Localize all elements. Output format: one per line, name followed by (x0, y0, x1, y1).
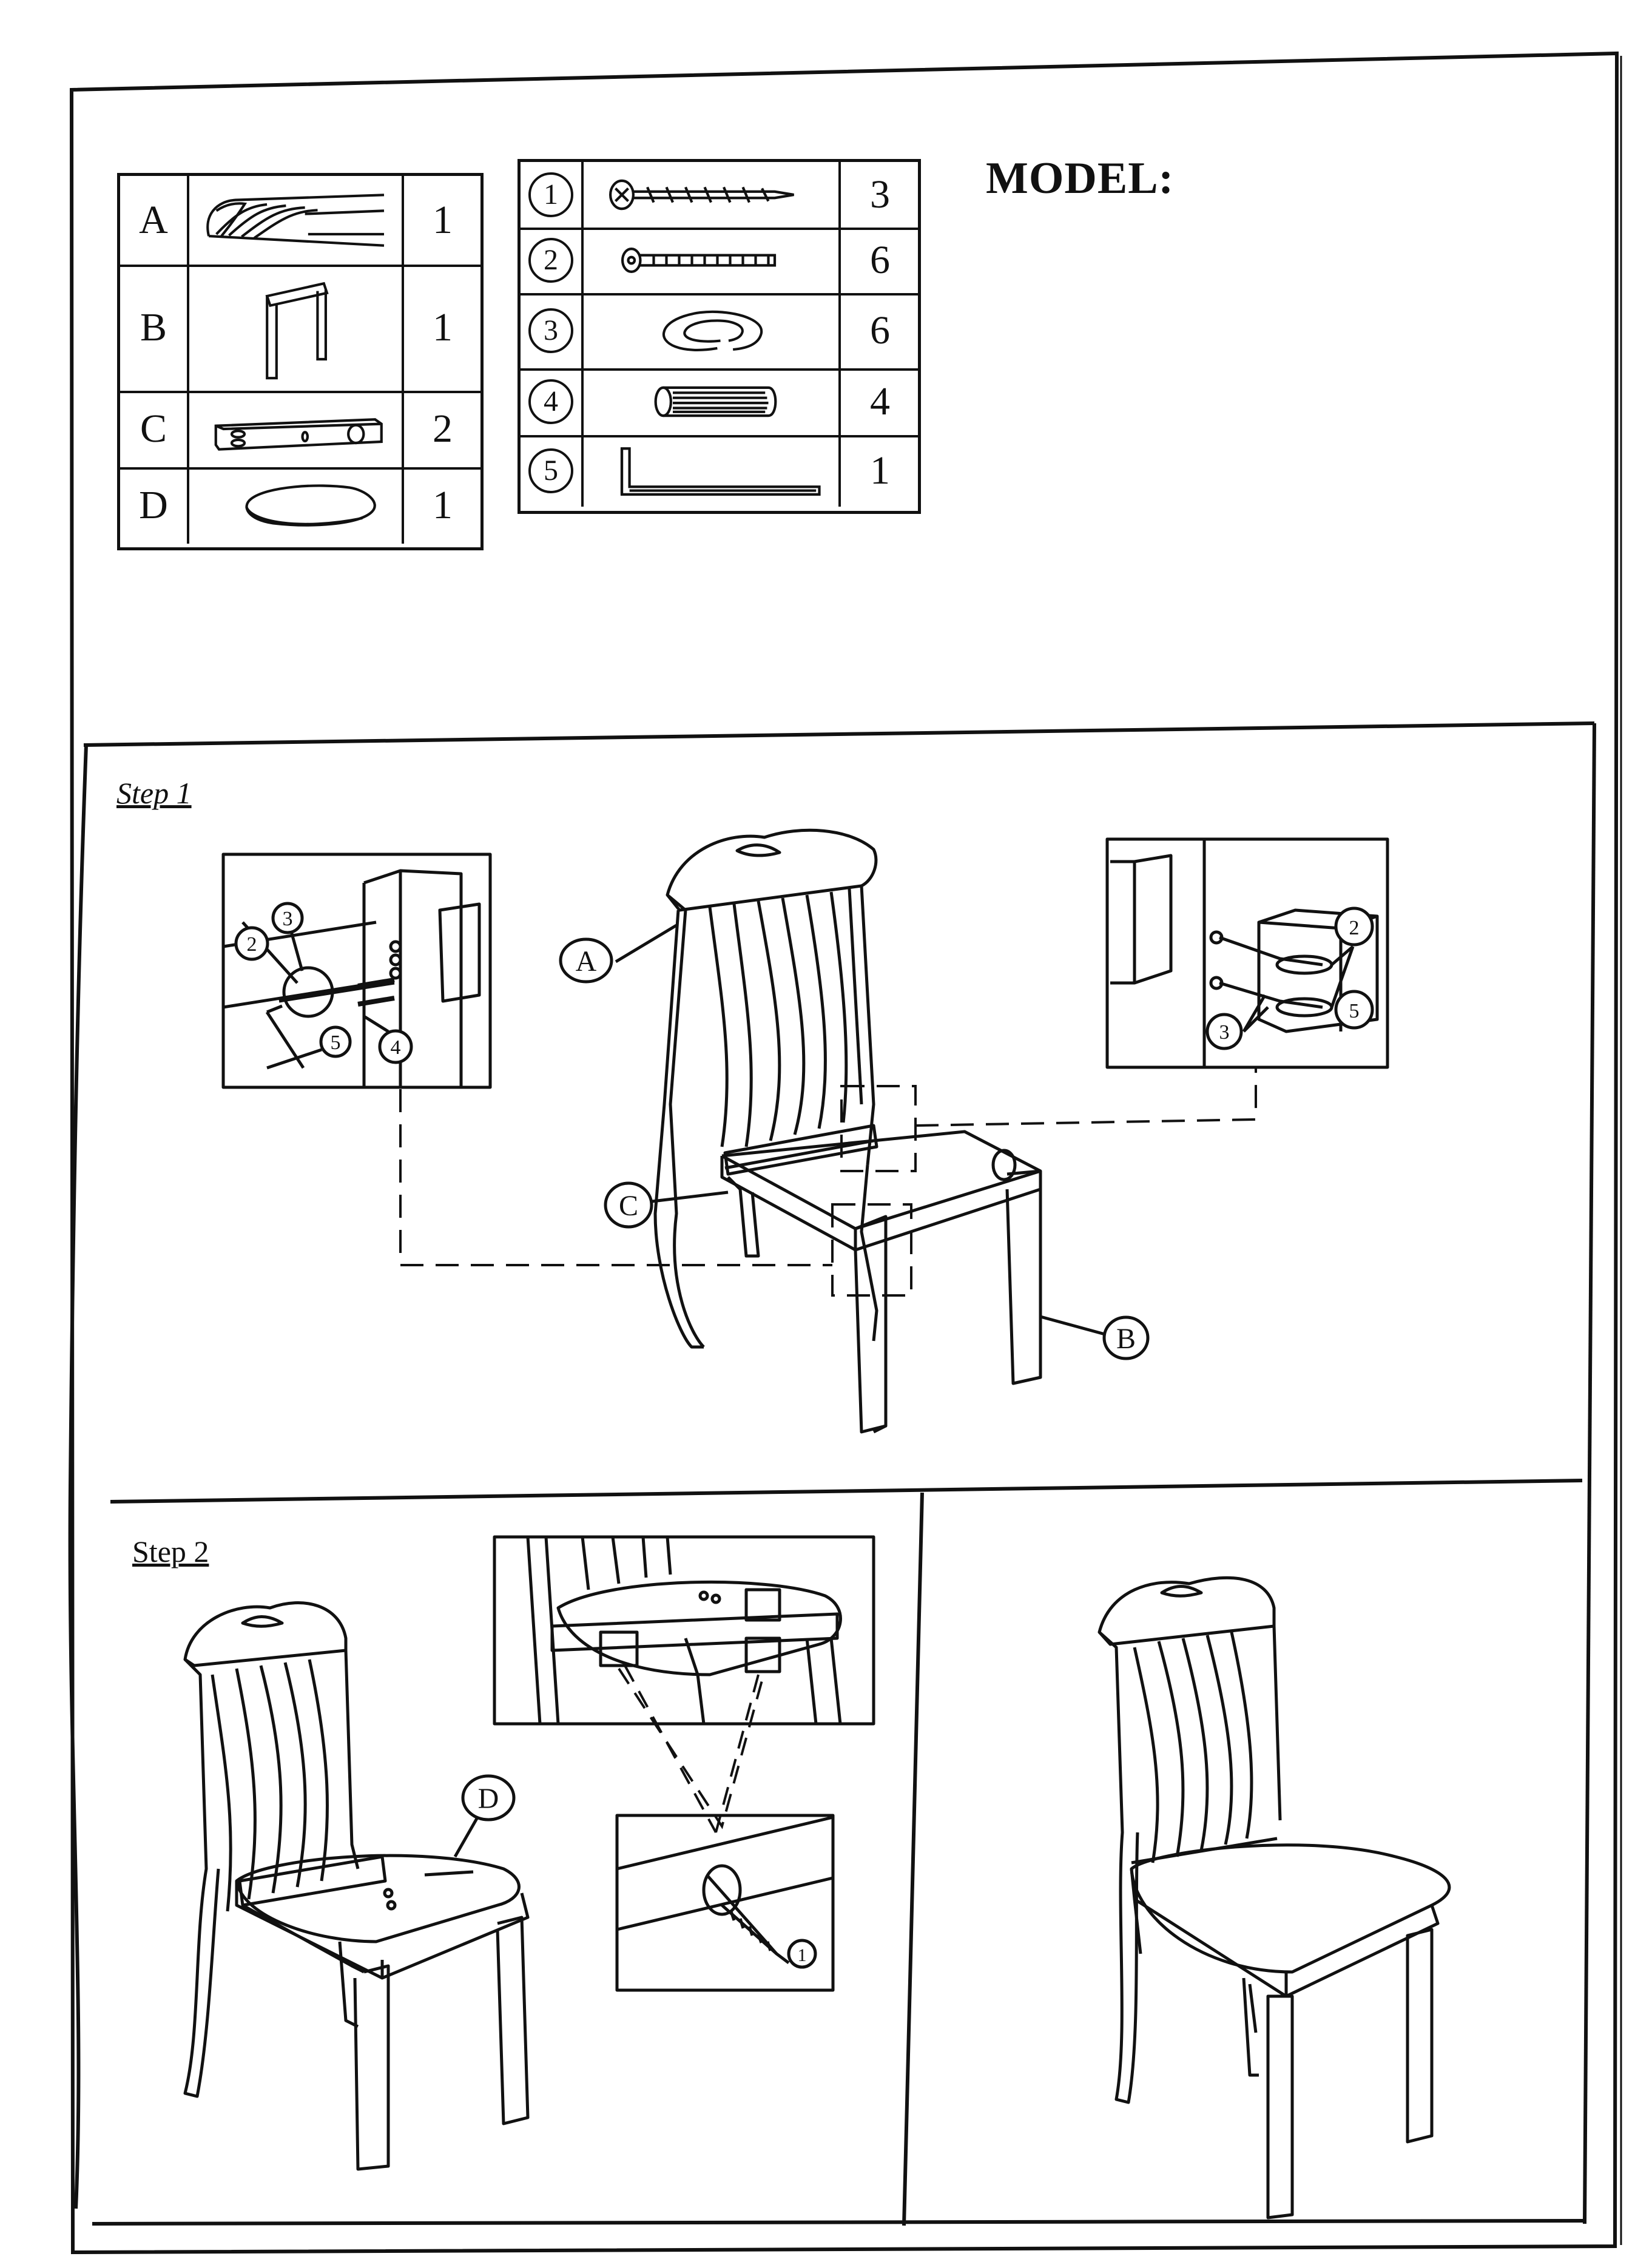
callout-bolt: 2 (247, 933, 257, 956)
side-rail-icon (189, 391, 404, 467)
callout-washer: 3 (1219, 1021, 1230, 1044)
parts-row: D 1 (120, 467, 480, 544)
callout-rail: C (619, 1190, 638, 1222)
part-qty: 1 (433, 483, 453, 527)
front-legs-icon (189, 265, 404, 391)
part-qty: 1 (433, 198, 453, 242)
chair-back-icon (189, 176, 404, 265)
lock-washer-icon (584, 293, 841, 368)
callout-back: A (576, 945, 597, 977)
allen-key-icon (584, 435, 841, 507)
hardware-table: 1 3 2 (518, 159, 921, 514)
hardware-qty: 3 (870, 172, 890, 217)
parts-table: A 1 B (117, 173, 484, 550)
callout-key: 5 (1349, 1000, 1360, 1022)
hardware-row: 1 3 (521, 162, 918, 230)
part-letter: D (120, 467, 189, 544)
hardware-number: 4 (528, 379, 573, 424)
part-letter: B (120, 265, 189, 391)
hardware-number: 5 (528, 448, 573, 493)
wooden-dowel-icon (584, 368, 841, 435)
parts-row: A 1 (120, 176, 480, 267)
part-qty: 1 (433, 305, 453, 349)
hardware-row: 4 4 (521, 368, 918, 437)
part-letter: A (120, 176, 189, 265)
wood-screw-icon (584, 162, 841, 228)
hardware-row: 2 6 (521, 228, 918, 295)
hardware-number: 2 (528, 238, 573, 283)
hardware-qty: 6 (870, 308, 890, 353)
seat-cushion-icon (189, 467, 404, 544)
hardware-row: 3 6 (521, 293, 918, 371)
hardware-qty: 1 (870, 448, 890, 493)
bolt-icon (584, 228, 841, 293)
parts-row: C 2 (120, 391, 480, 470)
callout-dowel: 4 (391, 1036, 401, 1059)
hardware-row: 5 1 (521, 435, 918, 507)
hardware-number: 1 (528, 172, 573, 217)
model-label: MODEL: (986, 154, 1175, 203)
step-1-label: Step 1 (116, 776, 192, 810)
callout-seat: D (478, 1783, 499, 1815)
part-qty: 2 (433, 407, 453, 451)
hardware-number: 3 (528, 308, 573, 353)
callout-bolt: 2 (1349, 917, 1360, 939)
callout-screw: 1 (798, 1945, 807, 1965)
part-letter: C (120, 391, 189, 467)
step-2-label: Step 2 (132, 1534, 209, 1568)
callout-key: 5 (331, 1031, 341, 1054)
callout-washer: 3 (283, 908, 293, 930)
hardware-qty: 4 (870, 379, 890, 424)
callout-legs: B (1116, 1323, 1136, 1355)
parts-row: B 1 (120, 265, 480, 393)
hardware-qty: 6 (870, 238, 890, 282)
